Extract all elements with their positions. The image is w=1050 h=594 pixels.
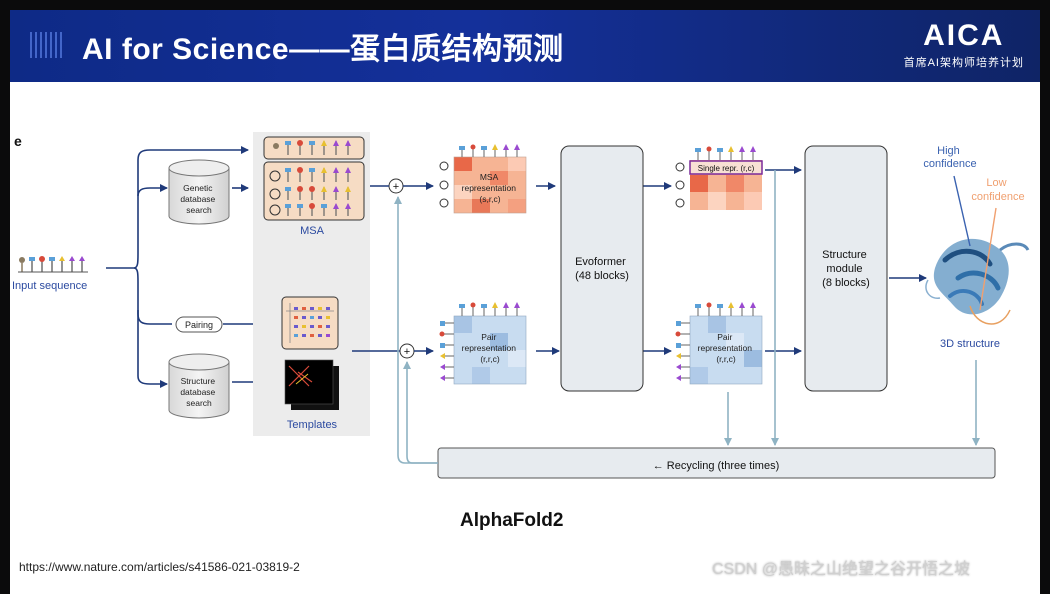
pair-repr2-line-2: representation [698,343,753,353]
input-sequence-icon [18,256,88,273]
pair-representation-output-label: Pair representation (r,r,c) [698,332,755,364]
evoformer-label: Evoformer (48 blocks) [575,256,629,282]
genetic-db-line-1: Genetic [183,183,213,193]
alphafold2-diagram: e Input sequence [12,132,1030,479]
msa-label: MSA [300,225,325,237]
pair-combine-node: + [399,343,415,359]
genetic-database-icon [168,159,230,225]
structure-db-label: Structure database search [180,376,217,408]
genetic-db-line-3: search [186,205,212,215]
pair-representation-label: Pair representation (r,r,c) [462,332,519,364]
low-conf-line-1: Low [986,177,1006,189]
structure-db-line-3: search [186,398,212,408]
input-branch-arrows [106,146,271,388]
pair-repr-line-2: representation [462,343,517,353]
pair-combine-plus: + [404,346,410,358]
panel-label: e [14,133,22,149]
logo-name: AICA [923,19,1005,52]
protein-3d-structure-icon [925,238,1030,325]
msa-repr-line-3: (s,r,c) [479,194,500,204]
evoformer-block [560,145,644,392]
evoformer-line-1: Evoformer [575,256,626,268]
pairing-grid-icon [281,296,339,350]
msa-repr-line-2: representation [462,183,517,193]
structure-db-line-1: Structure [181,376,216,386]
structure-module-block [804,145,888,392]
low-confidence-pointer [979,207,997,311]
msa-representation-block [439,144,527,214]
pair-repr2-line-3: (r,r,c) [716,354,736,364]
high-conf-line-2: confidence [923,158,976,170]
templates-icon [284,359,339,410]
structure-module-line-2: module [826,263,862,275]
recycling-label: ← Recycling (three times) [653,460,780,472]
pair-representation-block [439,302,527,385]
source-url[interactable]: https://www.nature.com/articles/s41586-0… [19,560,300,574]
flow-arrows [352,166,927,355]
structure-module-line-1: Structure [822,249,867,261]
structure-module-line-3: (8 blocks) [822,277,870,289]
structure-db-line-2: database [180,387,215,397]
pair-representation-output-block [675,302,763,385]
genetic-db-line-2: database [180,194,215,204]
high-confidence-pointer [953,175,971,247]
msa-repr-line-1: MSA [480,172,499,182]
title-bar: AI for Science——蛋白质结构预测 AICA 首席AI架构师培养计划 [10,10,1040,82]
csdn-watermark: CSDN @愚昧之山绝望之谷开悟之坡 [712,561,971,578]
aica-logo: AICA 首席AI架构师培养计划 [904,20,1024,70]
msa-alignment-icon [263,136,365,221]
structure-module-label: Structure module (8 blocks) [822,249,870,289]
pair-repr-line-3: (r,r,c) [480,354,500,364]
logo-subtitle: 首席AI架构师培养计划 [903,57,1024,69]
slide: AI for Science——蛋白质结构预测 AICA 首席AI架构师培养计划… [10,10,1040,594]
msa-combine-node: + [388,178,404,194]
figure-caption: AlphaFold2 [460,510,564,531]
high-confidence-label: High confidence [923,145,976,170]
recycling-arrows [394,170,980,464]
pairing-pill [175,316,223,333]
decorative-stripes-icon [30,32,64,58]
pairing-label: Pairing [185,320,213,330]
templates-label: Templates [287,419,338,431]
slide-title: AI for Science——蛋白质结构预测 [82,33,564,66]
single-repr-label: Single repr. (r,c) [698,164,755,173]
evoformer-line-2: (48 blocks) [575,270,629,282]
low-conf-line-2: confidence [971,191,1024,203]
msa-representation-label: MSA representation (s,r,c) [462,172,519,204]
input-sequence-label: Input sequence [12,280,87,292]
genetic-db-label: Genetic database search [180,183,217,215]
msa-combine-plus: + [393,181,399,193]
high-conf-line-1: High [937,145,960,157]
pair-repr2-line-1: Pair [717,332,732,342]
structure-3d-label: 3D structure [940,338,1000,350]
low-confidence-label: Low confidence [971,177,1024,203]
single-representation-block [675,146,763,210]
structure-database-icon [168,353,230,419]
pair-repr-line-1: Pair [481,332,496,342]
